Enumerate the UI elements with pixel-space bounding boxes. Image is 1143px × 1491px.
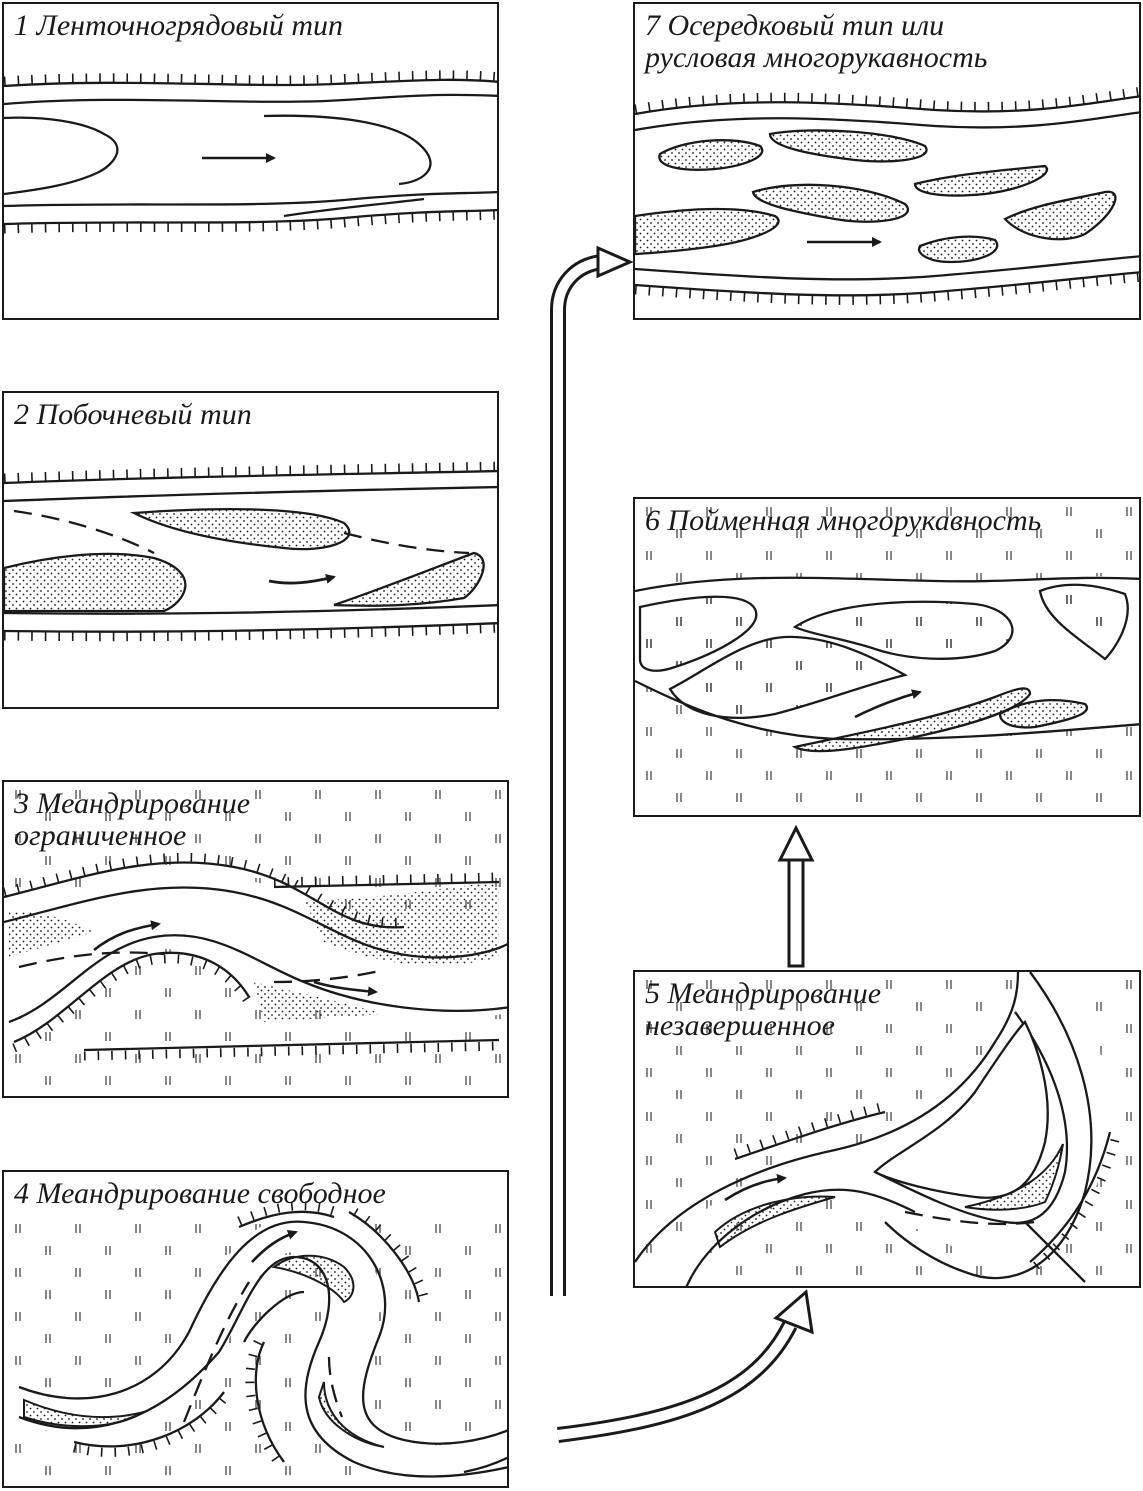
panel-free-meandering: 4 Меандрирование свободное: [2, 1170, 509, 1488]
panel-7-illustration: [635, 86, 1139, 305]
panel-2-title: 2 Побочневый тип: [14, 398, 252, 431]
panel-4-title: 4 Меандрирование свободное: [14, 1177, 386, 1210]
panel-midchannel-bar-type: 7 Осередковый тип или русловая многорука…: [633, 2, 1141, 320]
panel-limited-meandering: 3 Меандрирование ограниченное: [2, 780, 509, 1098]
panel-braided-ribbon-type: 1 Ленточногрядовый тип: [2, 2, 499, 320]
arrow-4-to-5: [557, 1289, 814, 1443]
panel-6-illustration: [635, 499, 1139, 815]
arrow-5-to-6: [777, 824, 815, 968]
panel-3-illustration: [4, 782, 507, 1096]
panel-floodplain-multichannel: 6 Пойменная многорукавность: [633, 497, 1141, 817]
panel-incomplete-meandering: 5 Меандрирование незавершенное: [633, 970, 1141, 1288]
panel-5-illustration: [635, 972, 1139, 1286]
panel-4-illustration: [4, 1201, 507, 1486]
panel-1-title: 1 Ленточногрядовый тип: [14, 9, 344, 42]
panel-2-illustration: [4, 461, 497, 642]
arrow-4-to-7: [550, 245, 634, 1296]
panel-7-title: 7 Осередковый тип или русловая многорука…: [645, 9, 988, 74]
panel-3-title: 3 Меандрирование ограниченное: [14, 787, 251, 852]
panel-6-title: 6 Пойменная многорукавность: [645, 504, 1042, 537]
panel-1-illustration: [4, 70, 497, 234]
panel-side-bar-type: 2 Побочневый тип: [2, 391, 499, 709]
panel-5-title: 5 Меандрирование незавершенное: [645, 977, 882, 1042]
